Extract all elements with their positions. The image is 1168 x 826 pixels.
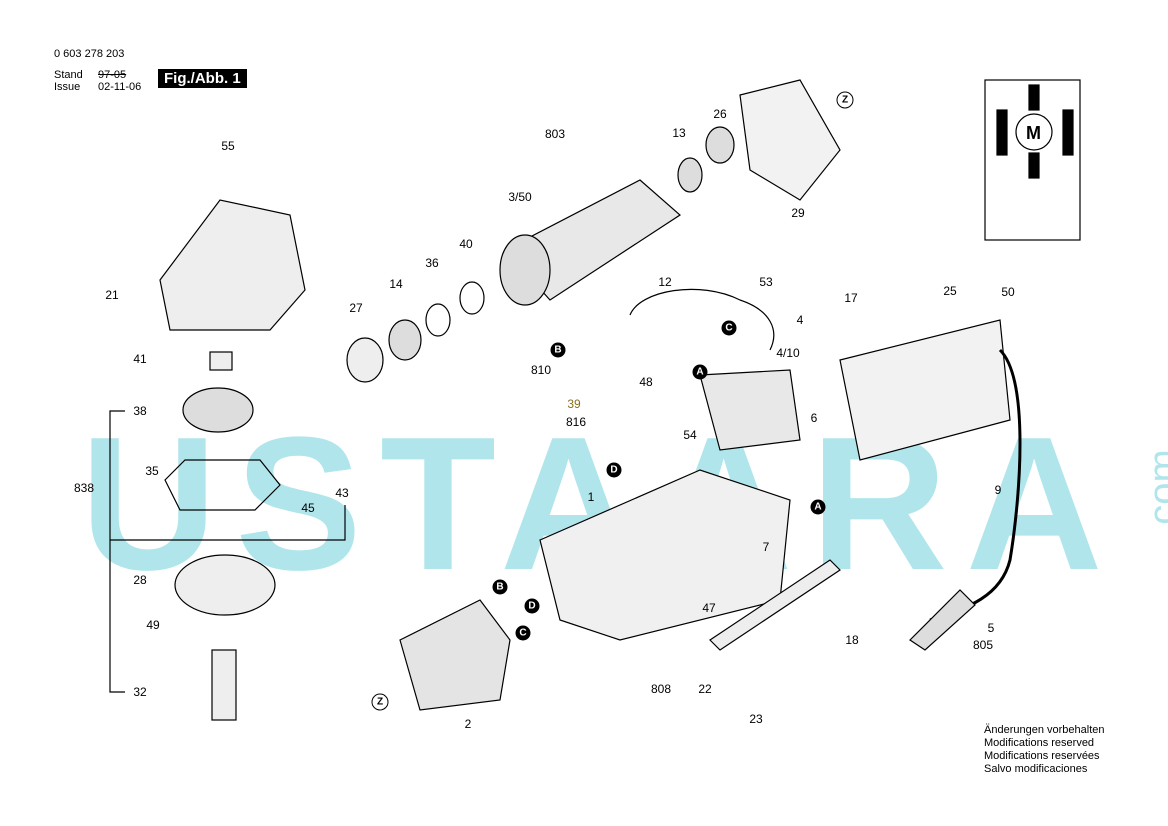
- part-label: 13: [672, 126, 686, 140]
- part-label: 53: [759, 275, 773, 289]
- part-label: 9: [994, 483, 1002, 497]
- part-label: 48: [639, 375, 653, 389]
- part-label: 2: [464, 717, 472, 731]
- note-de: Änderungen vorbehalten: [984, 724, 1105, 736]
- callout-z: Z: [371, 693, 389, 711]
- motor-symbol: M: [1026, 123, 1041, 143]
- part-label: 816: [565, 415, 587, 429]
- callout-b: B: [550, 342, 566, 358]
- callout-c: C: [721, 320, 737, 336]
- part-label: 7: [762, 540, 770, 554]
- part-label: 39: [567, 397, 581, 411]
- part-label: 4: [796, 313, 804, 327]
- note-en: Modifications reserved: [984, 737, 1095, 749]
- part-label: 5: [987, 621, 995, 635]
- part-label: 12: [658, 275, 672, 289]
- part-label: 32: [133, 685, 147, 699]
- part-label: 808: [650, 682, 672, 696]
- part-label: 36: [425, 256, 439, 270]
- part-label: 21: [105, 288, 119, 302]
- part-label: 54: [683, 428, 697, 442]
- part-label: 17: [844, 291, 858, 305]
- callout-a: A: [810, 499, 826, 515]
- part-label: 41: [133, 352, 147, 366]
- figure-label: Fig./Abb. 1: [158, 69, 247, 88]
- part-label: 1: [587, 490, 595, 504]
- callout-d: D: [606, 462, 622, 478]
- part-label: 55: [221, 139, 235, 153]
- note-fr: Modifications reservées: [984, 750, 1100, 762]
- part-label: 47: [702, 601, 716, 615]
- doc-number: 0 603 278 203: [54, 48, 125, 60]
- part-label: 25: [943, 284, 957, 298]
- callout-a: A: [692, 364, 708, 380]
- part-label: 14: [389, 277, 403, 291]
- callout-b: B: [492, 579, 508, 595]
- part-label: 28: [133, 573, 147, 587]
- callout-d: D: [524, 598, 540, 614]
- stand-date: 97-05: [98, 69, 127, 81]
- part-label: 27: [349, 301, 363, 315]
- issue-label: Issue: [54, 81, 81, 93]
- part-label: 803: [544, 127, 566, 141]
- part-label: 43: [335, 486, 349, 500]
- modification-notes: Änderungen vorbehalten Modifications res…: [984, 724, 1104, 776]
- callout-z: Z: [836, 91, 854, 109]
- part-label: 18: [845, 633, 859, 647]
- issue-date: 02-11-06: [98, 81, 142, 93]
- part-label: 29: [791, 206, 805, 220]
- part-label: 49: [146, 618, 160, 632]
- part-label: 810: [530, 363, 552, 377]
- part-label: 35: [145, 464, 159, 478]
- part-label: 838: [73, 481, 95, 495]
- stand-label: Stand: [54, 69, 83, 81]
- part-label: 23: [749, 712, 763, 726]
- callout-c: C: [515, 625, 531, 641]
- part-label: 4/10: [776, 346, 800, 360]
- part-label: 3/50: [508, 190, 532, 204]
- part-label: 6: [810, 411, 818, 425]
- part-label: 40: [459, 237, 473, 251]
- part-label: 26: [713, 107, 727, 121]
- part-label: 50: [1001, 285, 1015, 299]
- part-label: 38: [133, 404, 147, 418]
- part-label: 22: [698, 682, 712, 696]
- note-es: Salvo modificaciones: [984, 763, 1088, 775]
- part-label: 805: [972, 638, 994, 652]
- part-label: 45: [301, 501, 315, 515]
